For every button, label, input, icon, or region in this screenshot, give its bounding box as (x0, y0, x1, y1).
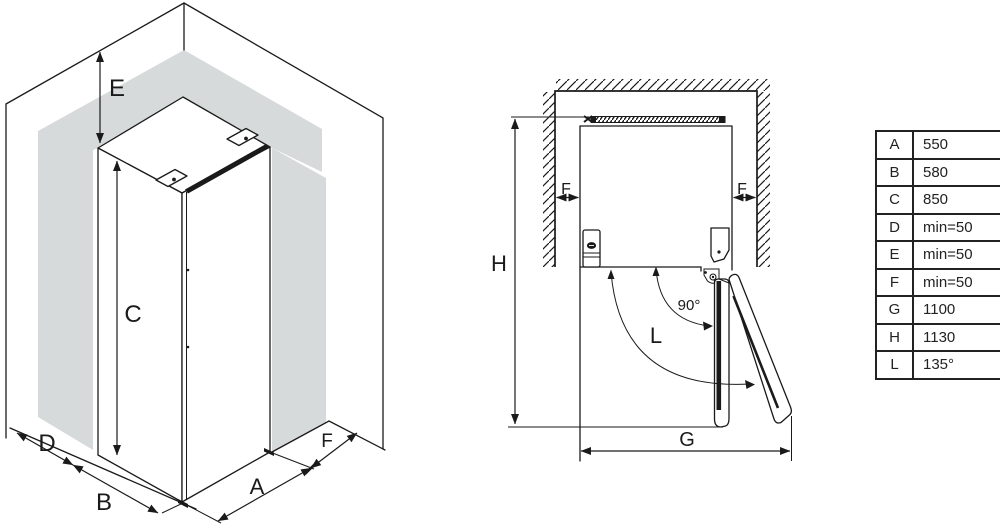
clearance-zones (38, 50, 326, 452)
dim-key-cell: H (875, 322, 914, 352)
label-angle-90: 90° (678, 297, 701, 314)
isometric-corner-view: E C D B A F (5, 2, 386, 524)
table-row: A 550 (875, 130, 1000, 160)
cabinet-front-face (181, 146, 271, 503)
door-open-90 (713, 278, 730, 428)
dim-key-cell: G (875, 295, 914, 325)
hinge-screw-left (172, 177, 176, 182)
dim-value-cell: 1100 (912, 295, 1000, 325)
table-row: H 1130 (875, 322, 1000, 352)
iso-label-side-clearance: F (321, 431, 333, 452)
dim-B-arrow (72, 464, 159, 514)
dim-key-cell: F (875, 267, 914, 297)
label-G: G (679, 429, 695, 451)
dim-value-cell: min=50 (912, 267, 1000, 297)
hinge-bracket-left (155, 168, 188, 188)
hinge-bracket-right (226, 127, 259, 147)
table-row: F min=50 (875, 267, 1000, 297)
label-H: H (491, 251, 507, 276)
top-hinge-rail (185, 144, 269, 194)
rear-clearance-zone (38, 142, 93, 450)
dim-key-cell: A (875, 130, 914, 160)
door-hinge-bracket (703, 227, 730, 284)
rear-spacer-rail (590, 116, 726, 123)
table-row: D min=50 (875, 212, 1000, 242)
table-row: L 135° (875, 350, 1000, 380)
dim-key-cell: D (875, 212, 914, 242)
dim-value-cell: min=50 (912, 212, 1000, 242)
door-open-135 (718, 273, 793, 424)
appliance-body-plan (579, 115, 733, 462)
dim-key-cell: E (875, 240, 914, 270)
dimensions-table: A 550 B 580 C 850 D min=50 E min=50 F mi… (875, 130, 1000, 380)
dim-value-cell: 135° (912, 350, 1000, 380)
label-F-left: F (561, 181, 571, 198)
table-row: B 580 (875, 157, 1000, 187)
table-row: C 850 (875, 185, 1000, 215)
wall-hatching (543, 79, 770, 267)
dim-key-cell: B (875, 157, 914, 187)
iso-label-height: C (124, 301, 141, 328)
alcove-walls (554, 90, 758, 267)
dim-A-arrow (217, 467, 312, 522)
plan-dimensions: F F H G (491, 116, 792, 461)
dim-key-cell: C (875, 185, 914, 215)
iso-label-rear-clearance: D (38, 430, 55, 457)
label-door-travel: L (650, 323, 662, 348)
table-row: G 1100 (875, 295, 1000, 325)
iso-label-width: A (250, 474, 265, 499)
dim-value-cell: 550 (912, 130, 1000, 160)
dim-value-cell: 1130 (912, 322, 1000, 352)
iso-label-depth: B (96, 489, 112, 516)
compressor-unit (582, 229, 601, 268)
dim-D-arrow (16, 432, 74, 466)
hinge-screw-right (244, 136, 248, 141)
table-row: E min=50 (875, 240, 1000, 270)
iso-label-top-clearance: E (109, 75, 125, 102)
iso-dimensions: E C D B A F (16, 51, 358, 524)
label-F-right: F (737, 181, 747, 198)
dim-value-cell: 580 (912, 157, 1000, 187)
door-swing-arcs: 90° L (607, 266, 755, 389)
side-clearance-zone (272, 148, 326, 452)
plan-view-door-swing: 90° L F F H (491, 79, 793, 462)
dim-key-cell: L (875, 350, 914, 380)
dim-value-cell: 850 (912, 185, 1000, 215)
dim-value-cell: min=50 (912, 240, 1000, 270)
right-foot (264, 448, 274, 456)
